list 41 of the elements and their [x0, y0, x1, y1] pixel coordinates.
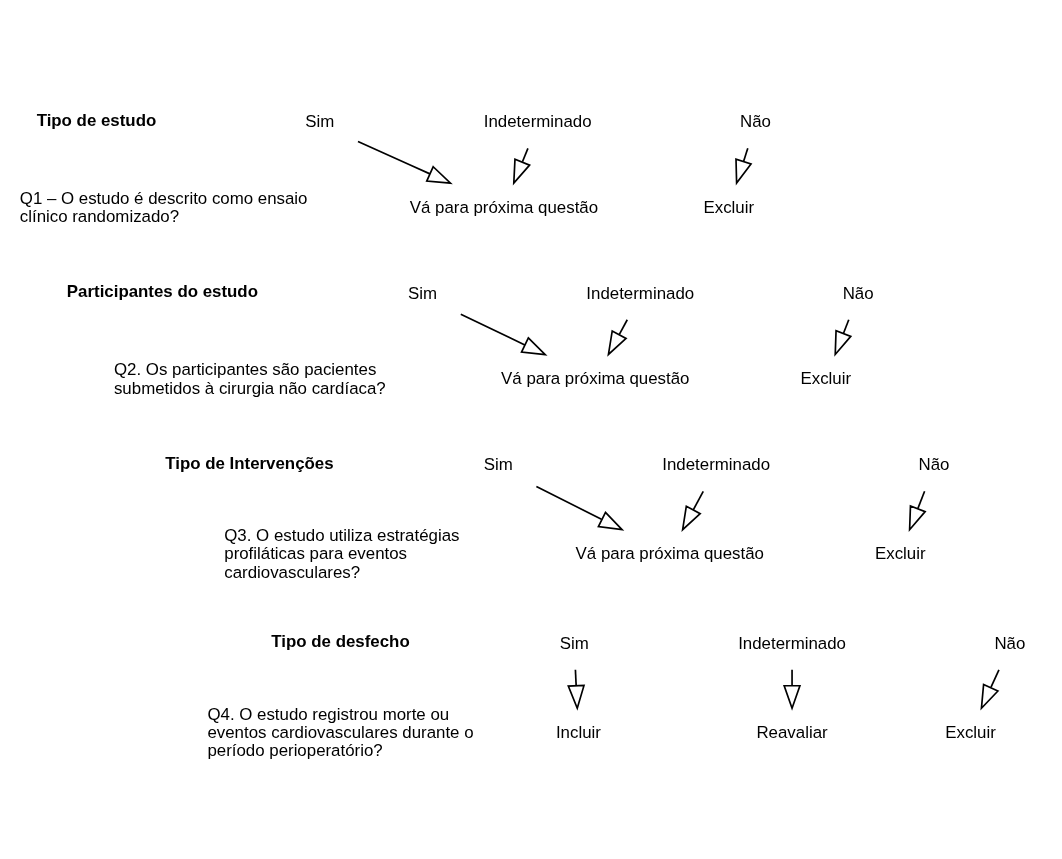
node-text: Sim: [407, 283, 437, 303]
node-text: Não: [740, 111, 771, 131]
label: Q3. O estudo utiliza estratégias profiláticas para eventos cardiovasculares?: [224, 525, 460, 582]
node-text: Excluir: [945, 722, 996, 742]
arrow: [607, 318, 629, 357]
label: Tipo de estudo: [36, 110, 157, 130]
node-text: Excluir: [874, 543, 926, 563]
arrow: [535, 485, 625, 531]
arrow: [512, 146, 531, 185]
node-text: Sim: [483, 454, 513, 474]
arrow: [357, 140, 453, 184]
node-text: Indeterminado: [483, 111, 592, 131]
arrow: [681, 489, 705, 532]
node-text: Indeterminado: [738, 633, 846, 653]
node-text: Não: [918, 454, 950, 474]
label: Q2. Os participantes são pacientes submetidos à cirurgia não cardíaca?: [113, 359, 386, 398]
node-text: Indeterminado: [586, 283, 695, 303]
node-text: Excluir: [800, 368, 852, 388]
label: Q4. O estudo registrou morte ou eventos cardiovasculares durante o período perioperatório?: [207, 704, 474, 760]
node-text: Sim: [559, 633, 589, 653]
arrow: [980, 668, 1000, 711]
arrow: [735, 146, 753, 185]
node-text: Excluir: [703, 197, 755, 217]
arrow: [834, 318, 853, 357]
label: Tipo de Intervenções: [165, 453, 334, 473]
arrow: [459, 312, 548, 356]
node-text: Vá para próxima questão: [575, 543, 764, 563]
node-text: Sim: [305, 111, 335, 131]
node-text: Reavaliar: [756, 722, 828, 742]
label: Q1 – O estudo é descrito como ensaio clínico randomizado?: [19, 188, 308, 226]
node-text: Vá para próxima questão: [501, 368, 690, 388]
node-text: Não: [994, 633, 1026, 653]
node-text: Vá para próxima questão: [409, 197, 599, 217]
arrow: [783, 668, 802, 711]
node-text: Não: [842, 283, 874, 303]
node-text: Incluir: [555, 722, 601, 742]
arrow: [908, 489, 927, 532]
arrow: [567, 668, 586, 711]
label: Tipo de desfecho: [271, 631, 410, 651]
node-text: Indeterminado: [662, 454, 771, 474]
label: Participantes do estudo: [66, 281, 258, 301]
